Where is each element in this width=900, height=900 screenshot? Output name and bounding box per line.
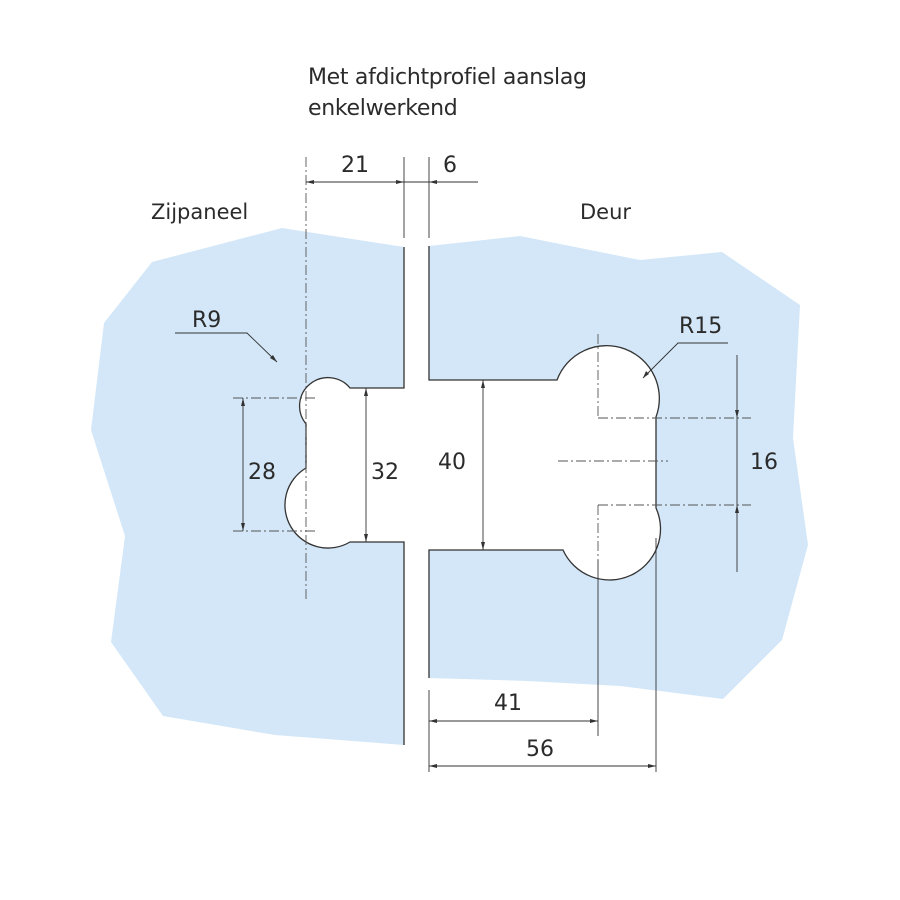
dim-40: 40 [438, 450, 466, 475]
arrowheads [241, 180, 739, 768]
centerlines-right [558, 334, 751, 560]
dim-32: 32 [371, 460, 399, 485]
dim-41: 41 [494, 691, 522, 716]
door-glass [429, 236, 808, 699]
dim-r15: R15 [679, 314, 723, 339]
side-panel-outline [284, 247, 405, 745]
drawing-title: Met afdichtprofiel aanslag enkelwerkend [308, 62, 587, 124]
title-line-1: Met afdichtprofiel aanslag [308, 65, 587, 90]
dim-21: 21 [341, 153, 369, 178]
door-label: Deur [580, 200, 632, 224]
dim-56: 56 [526, 737, 554, 762]
dim-16: 16 [750, 450, 778, 475]
side-panel-glass [91, 228, 404, 745]
door-outline [428, 246, 662, 678]
title-line-2: enkelwerkend [308, 96, 458, 121]
centerlines-left [233, 157, 318, 600]
dim-r9: R9 [192, 308, 222, 333]
dim-28: 28 [248, 460, 276, 485]
side-panel-label: Zijpaneel [151, 200, 249, 224]
dimension-lines [175, 157, 738, 772]
dim-6: 6 [443, 153, 457, 178]
